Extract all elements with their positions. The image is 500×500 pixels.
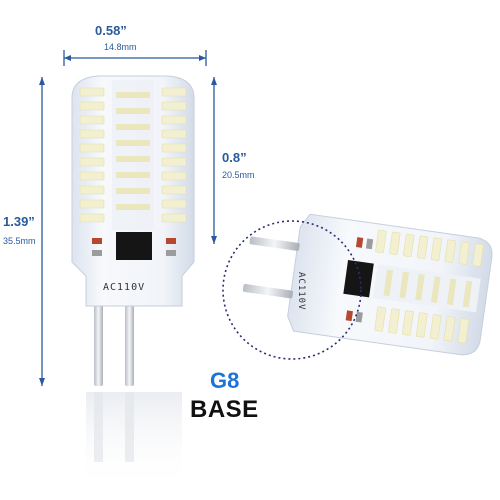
left-bulb-print: AC110V xyxy=(103,282,146,293)
height-inch-label: 1.39” xyxy=(3,214,35,229)
middle-mm-label: 20.5mm xyxy=(222,170,255,180)
middle-dimension xyxy=(211,77,217,244)
width-mm-label: 14.8mm xyxy=(104,42,137,52)
right-bulb-print: AC110V xyxy=(296,272,306,311)
base-word-label: BASE xyxy=(190,396,259,423)
base-highlight-circle xyxy=(222,220,362,360)
base-code-label: G8 xyxy=(210,368,240,393)
height-mm-label: 35.5mm xyxy=(3,236,36,246)
width-inch-label: 0.58” xyxy=(95,23,127,38)
right-bulb xyxy=(242,213,493,356)
height-dimension xyxy=(39,77,45,386)
middle-inch-label: 0.8” xyxy=(222,150,247,165)
width-dimension xyxy=(63,50,207,66)
left-bulb xyxy=(71,75,195,492)
